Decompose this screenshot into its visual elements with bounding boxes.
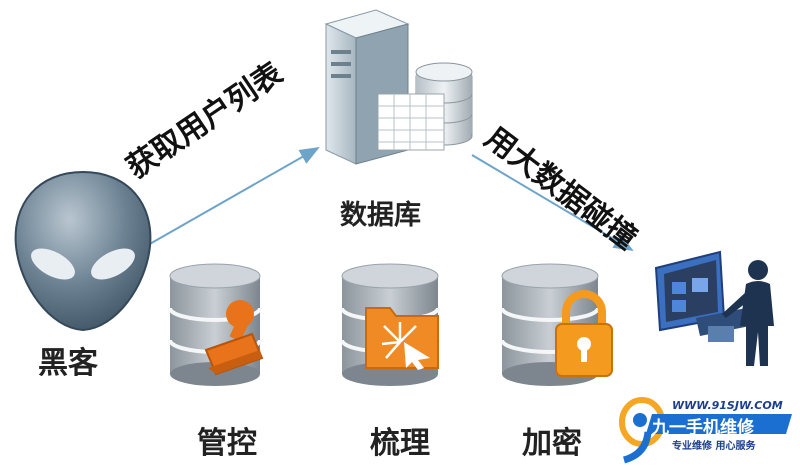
database-encrypt-icon [500,263,613,386]
stamp-icon [204,300,264,376]
arrow-database-to-target [471,154,634,252]
watermark-name: 九一手机维修 [652,418,754,438]
hacker-label: 黑客 [38,346,98,381]
watermark-logo [619,397,792,464]
sort-label: 梳理 [370,426,430,461]
database-manage-icon [168,263,264,386]
folder-icon [365,307,439,370]
database-sort-icon [340,263,440,386]
encrypt-label: 加密 [522,426,582,461]
database-label: 数据库 [340,200,421,231]
database-server-icon [324,9,473,165]
alien-hacker-icon [14,170,152,332]
watermark-slogan: 专业维修 用心服务 [672,441,756,452]
watermark-url: WWW.91SJW.COM [672,399,783,412]
manage-label: 管控 [197,426,257,461]
computer-user-icon [654,250,774,366]
arrow-hacker-to-database [147,147,320,246]
lock-icon [555,290,613,377]
